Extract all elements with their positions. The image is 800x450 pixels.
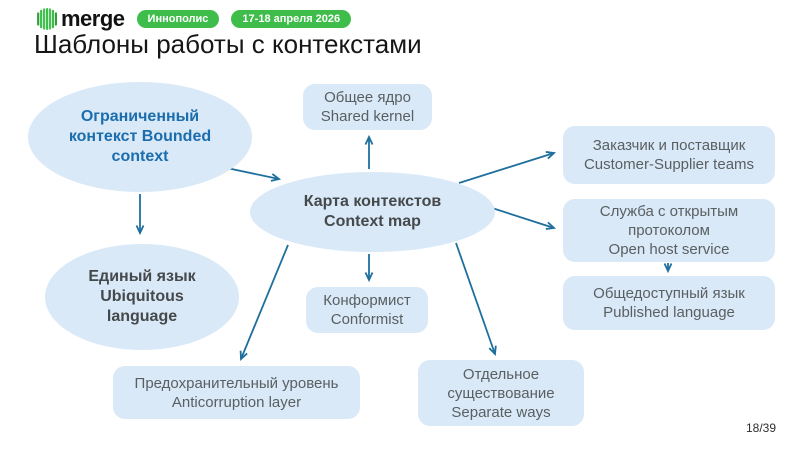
page-number: 18/39 — [745, 421, 776, 435]
node-text-line: Ubiquitous — [100, 288, 184, 305]
node-ubiquitous-language: Единый язык Ubiquitous language — [45, 244, 239, 350]
node-conformist: Конформист Conformist — [306, 287, 428, 333]
logo-wordmark: merge — [61, 6, 125, 31]
slide-header: merge Иннополис 17-18 апреля 2026 — [36, 6, 352, 32]
node-text-line: language — [106, 308, 178, 325]
node-published-language: Общедоступный язык Published language — [563, 276, 775, 330]
node-text-line: Единый язык — [88, 268, 196, 285]
node-text-line: Conformist — [330, 311, 404, 328]
node-text-line: контекст Bounded — [68, 128, 212, 145]
node-text-line: Общедоступный язык — [593, 285, 745, 302]
node-text-line: Ограниченный — [80, 108, 200, 125]
node-text-line: Конформист — [323, 292, 411, 309]
node-text-line: Предохранительный уровень — [134, 374, 339, 392]
node-text-line: Published language — [603, 304, 735, 321]
node-text-line: Карта контекстов — [303, 193, 442, 210]
merge-logo: merge — [36, 6, 125, 32]
node-text-line: Separate ways — [451, 403, 551, 421]
node-anticorruption-layer: Предохранительный уровень Anticorruption… — [113, 366, 360, 419]
node-text-line: Отдельное — [462, 365, 540, 383]
node-context-map: Карта контекстов Context map — [250, 172, 495, 252]
node-text-line: Служба с открытым — [599, 203, 739, 220]
arrow-context-map-to-customer-supplier — [458, 151, 557, 184]
node-text-line: Shared kernel — [320, 108, 415, 125]
arrow-context-map-to-open-host-service — [491, 207, 557, 230]
node-text-line: Open host service — [608, 241, 730, 258]
badge-location: Иннополис — [136, 10, 220, 28]
node-text-line: протоколом — [628, 222, 710, 239]
slide-title: Шаблоны работы с контекстами — [34, 29, 422, 59]
node-text-line: Общее ядро — [324, 89, 411, 106]
merge-logo-icon — [37, 8, 57, 30]
badge-date: 17-18 апреля 2026 — [231, 10, 352, 28]
node-text-line: Anticorruption layer — [171, 393, 302, 411]
node-bounded-context: Ограниченный контекст Bounded context — [28, 82, 252, 192]
node-text-line: Customer-Supplier teams — [583, 156, 755, 173]
node-open-host-service: Служба с открытым протоколом Open host s… — [563, 199, 775, 262]
node-text-line: Context map — [324, 213, 421, 230]
node-text-line: существование — [447, 384, 555, 402]
node-text-line: Заказчик и поставщик — [592, 137, 746, 154]
node-separate-ways: Отдельное существование Separate ways — [418, 360, 584, 426]
node-text-line: context — [111, 148, 169, 165]
node-shared-kernel: Общее ядро Shared kernel — [303, 84, 432, 130]
node-customer-supplier: Заказчик и поставщик Customer-Supplier t… — [563, 126, 775, 184]
arrow-context-map-to-anticorruption-layer — [239, 244, 289, 361]
arrow-context-map-to-separate-ways — [455, 242, 497, 357]
